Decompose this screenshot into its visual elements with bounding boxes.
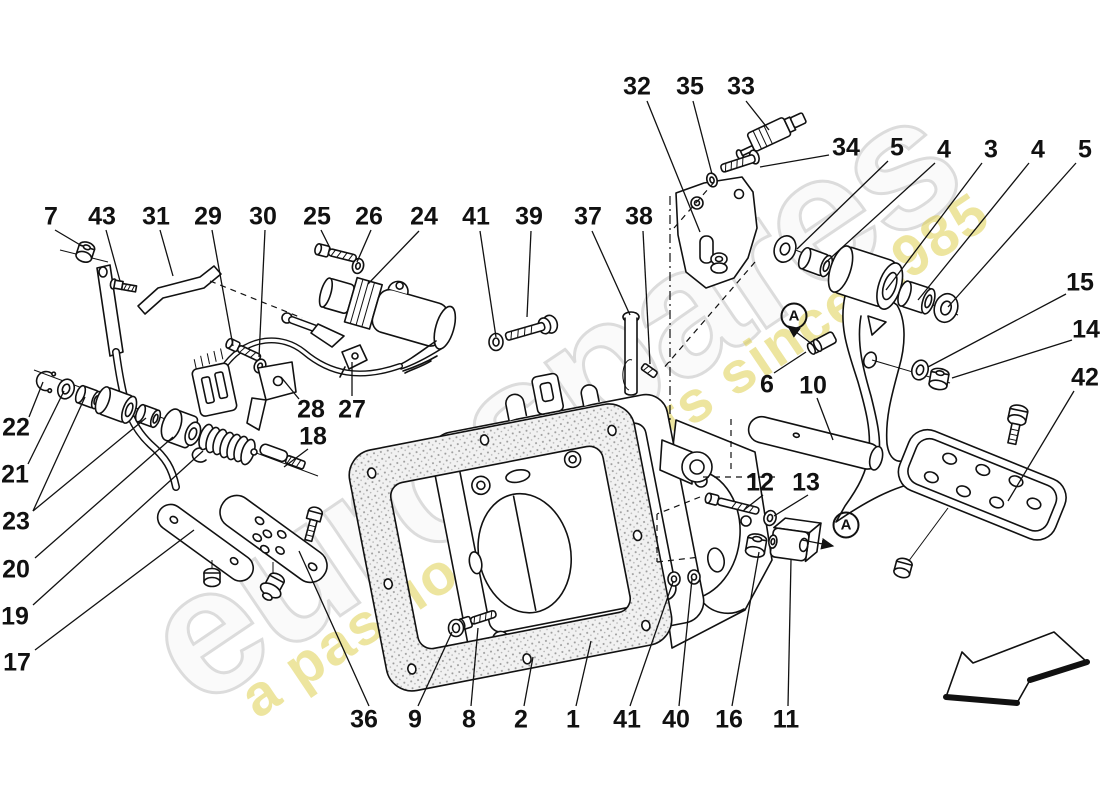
- accelerator-lever-drawing: [60, 240, 333, 604]
- part-label-32: 32: [623, 72, 651, 101]
- part-label-31: 31: [142, 202, 170, 231]
- part-label-4: 4: [1031, 135, 1045, 164]
- view-marker-A: A: [832, 511, 860, 539]
- part-label-17: 17: [3, 648, 31, 677]
- spring-drawing: [192, 423, 257, 466]
- pedal-pad-drawing: [892, 424, 1072, 546]
- part-label-19: 19: [1, 602, 29, 631]
- part-label-42: 42: [1071, 363, 1099, 392]
- part-label-24: 24: [410, 202, 438, 231]
- part-label-18: 18: [299, 422, 327, 451]
- part-label-10: 10: [799, 371, 827, 400]
- part-label-27: 27: [338, 395, 366, 424]
- spring-axis-drawing: [34, 367, 318, 476]
- part-label-5: 5: [890, 133, 904, 162]
- direction-arrow: [946, 632, 1087, 703]
- part-label-34: 34: [832, 133, 860, 162]
- part-label-35: 35: [676, 72, 704, 101]
- part-label-8: 8: [462, 705, 476, 734]
- part-label-37: 37: [574, 202, 602, 231]
- pedal-drawing: [771, 233, 1073, 580]
- part-label-9: 9: [408, 705, 422, 734]
- clevis-pin-drawing: [489, 312, 658, 395]
- part-label-1: 1: [566, 705, 580, 734]
- clamp-block-drawing: [767, 516, 821, 562]
- part-label-30: 30: [249, 202, 277, 231]
- part-label-41: 41: [462, 202, 490, 231]
- part-label-43: 43: [88, 202, 116, 231]
- part-label-33: 33: [727, 72, 755, 101]
- leader-lines: [28, 101, 1076, 706]
- view-marker-A: A: [780, 302, 808, 330]
- part-label-14: 14: [1072, 315, 1100, 344]
- part-label-23: 23: [2, 507, 30, 536]
- part-label-6: 6: [760, 370, 774, 399]
- part-label-22: 22: [2, 413, 30, 442]
- part-label-26: 26: [355, 202, 383, 231]
- part-label-15: 15: [1066, 268, 1094, 297]
- part-label-41: 41: [613, 705, 641, 734]
- part-label-11: 11: [772, 705, 800, 734]
- part-label-12: 12: [746, 468, 774, 497]
- part-label-5: 5: [1078, 135, 1092, 164]
- part-label-21: 21: [1, 460, 29, 489]
- part-label-25: 25: [303, 202, 331, 231]
- part-label-29: 29: [194, 202, 222, 231]
- part-label-40: 40: [662, 705, 690, 734]
- part-label-28: 28: [297, 395, 325, 424]
- part-label-2: 2: [514, 705, 528, 734]
- part-label-20: 20: [2, 555, 30, 584]
- part-label-38: 38: [625, 202, 653, 231]
- part-label-36: 36: [350, 705, 378, 734]
- part-label-3: 3: [984, 135, 998, 164]
- part-label-7: 7: [44, 202, 58, 231]
- part-label-39: 39: [515, 202, 543, 231]
- rod-clamp-drawing: [668, 414, 885, 586]
- part-label-4: 4: [937, 135, 951, 164]
- connector-drawing: [188, 348, 237, 417]
- actuator-motor-drawing: [188, 243, 462, 430]
- switch-bracket-drawing: [676, 109, 809, 288]
- construction-lines: [210, 180, 776, 562]
- part-label-16: 16: [715, 705, 743, 734]
- part-label-13: 13: [792, 468, 820, 497]
